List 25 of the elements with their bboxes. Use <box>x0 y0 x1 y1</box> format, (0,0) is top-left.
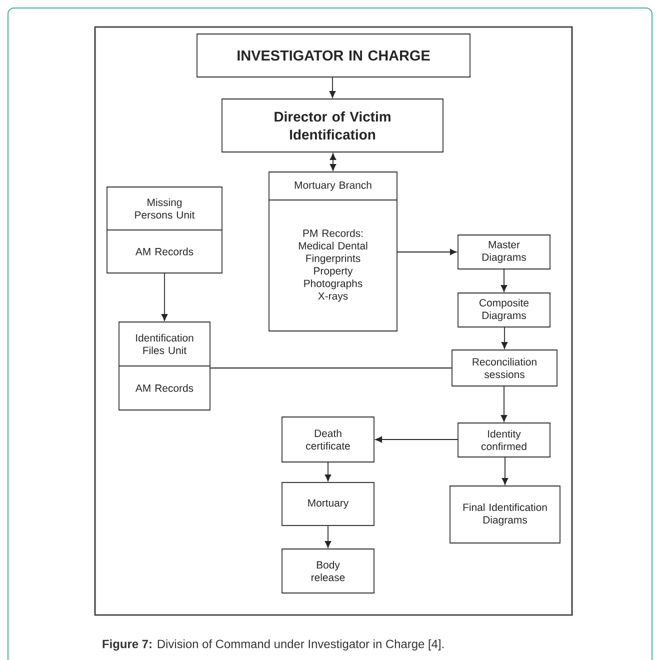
process-box: INVESTIGATOR IN CHARGE <box>196 34 470 78</box>
caption: Figure 7: Division of Command under Investigator in Charge [4]. <box>102 639 444 651</box>
arrow <box>500 386 508 422</box>
arrow <box>500 268 508 292</box>
process-box: Master Diagrams <box>458 234 550 270</box>
process-box: Composite Diagrams <box>458 292 550 328</box>
arrow <box>324 462 332 482</box>
process-box: Mortuary <box>282 482 374 526</box>
process-box: Director of Victim Identification <box>222 98 444 152</box>
split-box: Mortuary Branch PM Records: Medical Dental Fingerprints Property Photographs X-rays <box>268 172 398 332</box>
split-box: Identification Files Unit AM Records <box>118 322 210 410</box>
arrow <box>329 76 336 98</box>
arrow <box>396 248 457 256</box>
arrow <box>330 153 336 171</box>
process-box: Death certificate <box>282 416 374 462</box>
arrow <box>501 326 508 349</box>
process-box: Identity confirmed <box>458 422 550 458</box>
process-box: Body release <box>282 548 374 594</box>
arrow <box>375 436 458 443</box>
process-box: Reconciliation sessions <box>452 350 558 386</box>
arrow <box>324 525 332 548</box>
split-box: Missing Persons Unit AM Records <box>106 186 222 274</box>
process-box: Final Identification Diagrams <box>450 486 560 544</box>
arrow <box>161 272 168 321</box>
arrow <box>502 456 508 485</box>
